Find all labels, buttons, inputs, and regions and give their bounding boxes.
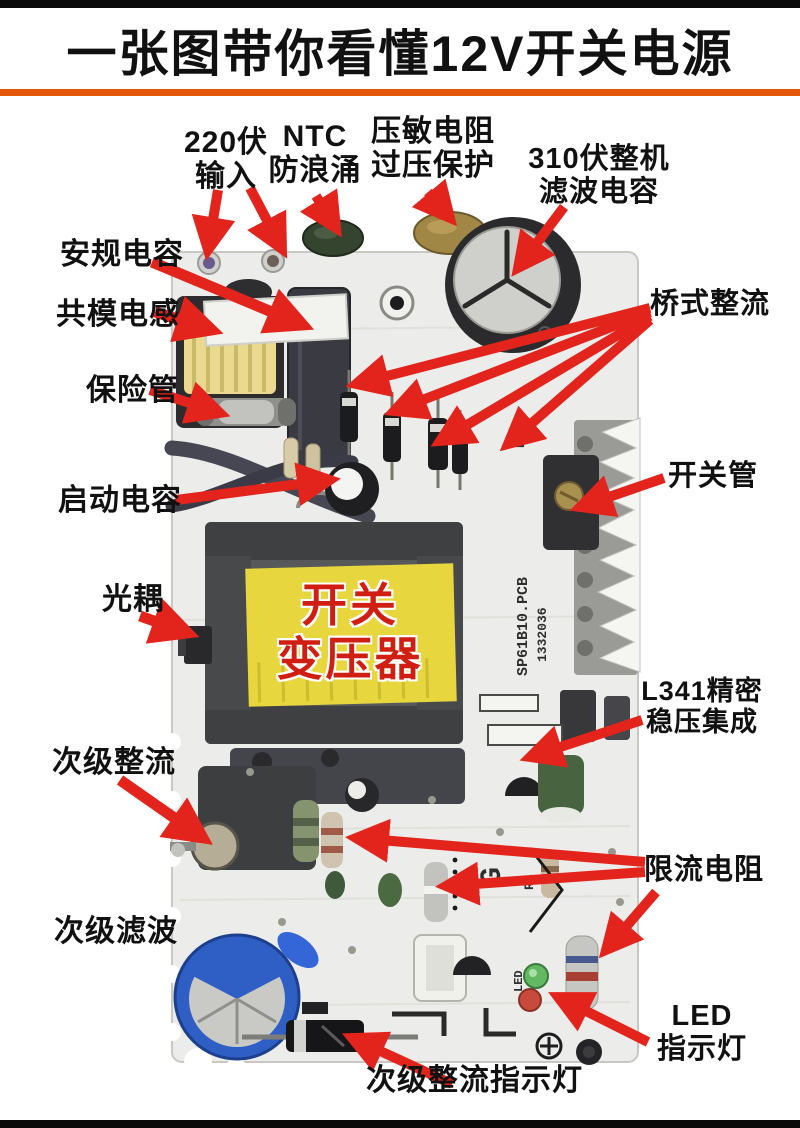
label-line: 启动电容 bbox=[58, 484, 182, 517]
label-line: 输入 bbox=[195, 160, 257, 194]
label-line: 安规电容 bbox=[60, 238, 184, 271]
annotation-label-l341-regulator: L341精密 稳压集成 bbox=[632, 676, 772, 738]
label-line: 过压保护 bbox=[371, 149, 495, 183]
top-black-bar bbox=[0, 0, 800, 8]
label-line: L341精密 bbox=[641, 676, 763, 706]
transformer-label: 开关 变压器 bbox=[250, 578, 450, 686]
label-line: 防浪涌 bbox=[268, 154, 362, 188]
label-line: 稳压集成 bbox=[646, 706, 758, 737]
annotation-label-secondary-rect-indicator: 次级整流指示灯 bbox=[366, 1064, 583, 1098]
label-line: 次级整流 bbox=[52, 746, 176, 779]
annotation-label-220v-input: 220伏 输入 bbox=[178, 126, 274, 194]
output-connector bbox=[413, 934, 491, 1002]
secondary-rectifier-part bbox=[170, 748, 465, 871]
label-line: LED bbox=[671, 1000, 733, 1032]
label-line: NTC bbox=[282, 120, 348, 153]
annotation-label-led-indicator: LED 指示灯 bbox=[652, 1000, 752, 1066]
annotation-label-310v-filter-cap: 310伏整机 滤波电容 bbox=[524, 143, 674, 209]
led-silkscreen-text: LED bbox=[512, 970, 526, 992]
label-line: 共模电感 bbox=[56, 298, 180, 331]
annotation-label-secondary-filter: 次级滤波 bbox=[54, 915, 178, 949]
annotation-label-fuse: 保险管 bbox=[86, 374, 179, 408]
annotation-label-bridge-rectifier: 桥式整流 bbox=[650, 288, 770, 321]
label-line: 次级滤波 bbox=[54, 915, 178, 948]
label-line: 桥式整流 bbox=[650, 288, 771, 320]
annotation-label-startup-cap: 启动电容 bbox=[58, 484, 182, 518]
title-divider bbox=[0, 89, 800, 96]
annotation-label-common-mode-inductor: 共模电感 bbox=[56, 298, 180, 332]
annotation-label-optocoupler: 光耦 bbox=[102, 583, 164, 617]
transformer bbox=[205, 522, 463, 744]
annotation-label-current-limit-resistor: 限流电阻 bbox=[644, 854, 764, 887]
label-line: 光耦 bbox=[102, 583, 164, 616]
label-line: 220伏 bbox=[183, 126, 269, 159]
startup-capacitor bbox=[325, 462, 379, 516]
transformer-label-line: 变压器 bbox=[276, 633, 424, 685]
pcb-serial-text: 1332036 bbox=[535, 607, 550, 662]
secondary-filter-capacitor bbox=[173, 932, 319, 1061]
label-line: 次级整流指示灯 bbox=[366, 1064, 583, 1097]
label-line: 压敏电阻 bbox=[371, 115, 495, 148]
label-line: 开关管 bbox=[668, 460, 759, 492]
led-pair bbox=[518, 963, 549, 1012]
annotation-label-varistor: 压敏电阻 过压保护 bbox=[370, 115, 496, 183]
annotation-label-switch-transistor: 开关管 bbox=[668, 460, 758, 493]
label-line: 滤波电容 bbox=[538, 176, 659, 209]
page-title: 一张图带你看懂12V开关电源 bbox=[66, 26, 734, 82]
label-line: 指示灯 bbox=[656, 1033, 747, 1066]
label-line: 保险管 bbox=[86, 374, 179, 407]
annotation-label-ntc: NTC 防浪涌 bbox=[262, 120, 368, 188]
transformer-label-line: 开关 bbox=[301, 579, 399, 631]
pcb-id-text: SP61B10.PCB bbox=[515, 577, 532, 676]
label-line: 限流电阻 bbox=[644, 854, 765, 886]
ground-pads bbox=[392, 1008, 602, 1065]
label-line: 310伏整机 bbox=[528, 143, 670, 175]
annotation-arrows bbox=[116, 178, 666, 1089]
bottom-black-bar bbox=[0, 1120, 800, 1128]
annotation-label-secondary-rectifier: 次级整流 bbox=[52, 746, 176, 780]
annotation-label-safety-cap: 安规电容 bbox=[60, 238, 184, 272]
